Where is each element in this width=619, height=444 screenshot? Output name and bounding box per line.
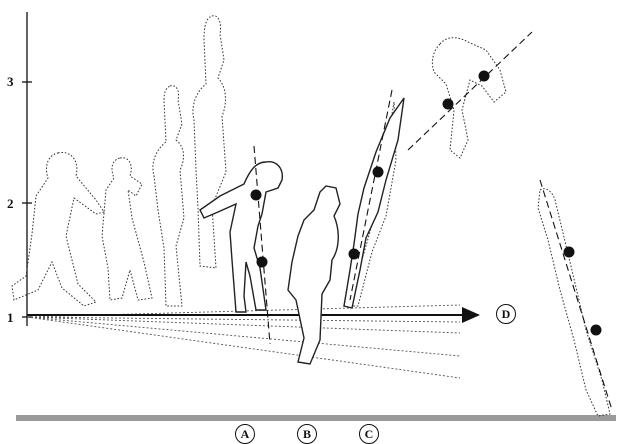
figure-b [288, 186, 340, 364]
axis-tick-label-3: 3 [7, 74, 14, 90]
axis-tick-label-1: 1 [7, 310, 14, 326]
ground-bar [16, 415, 616, 421]
phase-label-c: C [359, 424, 379, 444]
direction-label-d: D [496, 304, 516, 324]
vertical-axis [22, 12, 32, 326]
figure-c [344, 98, 404, 308]
axis-tick-label-2: 2 [7, 196, 14, 212]
phase-label-b: B [297, 424, 317, 444]
phase-label-a: A [235, 424, 255, 444]
figure-a [200, 162, 282, 312]
